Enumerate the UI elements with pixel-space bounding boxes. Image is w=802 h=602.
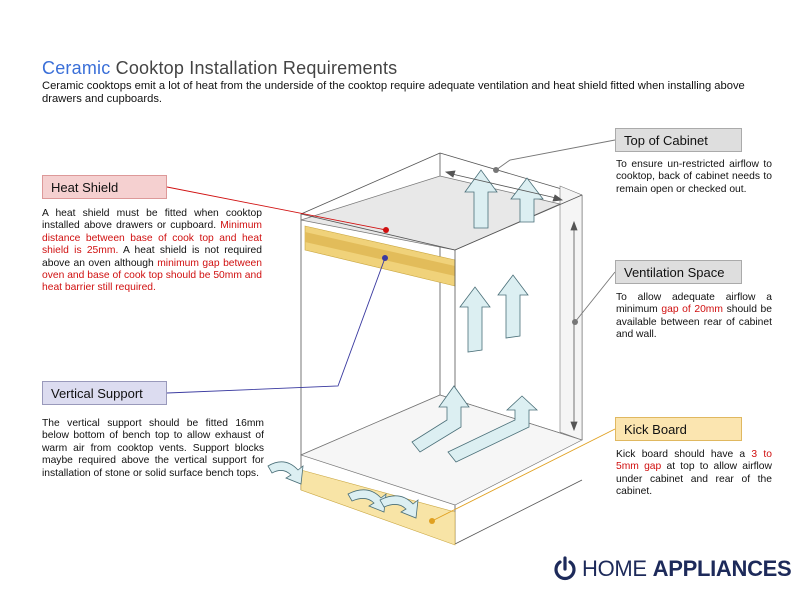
kick-board-text-2: at top to allow airflow under cabinet an… [616,461,772,498]
callout-dots [382,167,578,524]
top-of-cabinet-label: Top of Cabinet [615,128,742,152]
top-gap-arrow [444,170,564,202]
heat-shield-red-2: minimum gap between oven and base of coo… [42,257,262,294]
ventilation-text-2: should be available between rear of cabi… [616,304,772,341]
cabinet-top-surface [300,175,562,251]
heat-shield-text-1: A heat shield must be fitted when cookto… [42,208,262,232]
power-icon [554,556,576,581]
heat-shield-label: Heat Shield [42,175,167,199]
title-rest: Cooktop Installation Requirements [115,58,398,78]
intro-text: Ceramic cooktops emit a lot of heat from… [42,80,745,105]
vertical-support-label: Vertical Support [42,381,167,405]
vertical-support-description: The vertical support should be fitted 16… [42,418,264,479]
heat-shield-text-2: A heat shield is not required above an o… [42,245,263,269]
top-airflow-arrows [464,169,544,229]
ventilation-arrows [411,274,539,463]
kick-airflow-arrows [267,461,419,519]
height-dimension-arrow [570,220,578,432]
kick-board-red: 3 to 5mm gap [616,449,772,473]
kick-board-description: Kick board should have a 3 to 5mm gap at… [616,449,772,499]
kick-board-label: Kick Board [615,417,742,441]
top-of-cabinet-description: To ensure un-restricted airflow to cookt… [616,159,772,195]
cabinet-side-panel [559,185,583,441]
logo-word-appliances: APPLIANCES [652,556,792,581]
heat-shield-description: A heat shield must be fitted when cookto… [42,208,262,295]
ventilation-space-label: Ventilation Space [615,260,742,284]
kick-board-text-1: Kick board should have a [616,449,746,460]
ventilation-text-1: To allow adequate airflow a minimum [616,292,772,316]
cabinet-front-frame [300,194,583,545]
logo-word-home: HOME [582,556,647,581]
callout-lines [166,139,616,522]
title-accent-word: Ceramic [42,58,111,78]
page-title: Ceramic Cooktop Installation Requirement… [42,58,397,79]
logo-text: HOME APPLIANCES [582,556,792,582]
home-appliances-logo: HOME APPLIANCES [552,554,792,584]
ventilation-red: gap of 20mm [661,304,723,316]
ventilation-space-description: To allow adequate airflow a minimum gap … [616,292,772,342]
heat-shield-red-1: Minimum distance between base of cook to… [42,220,262,257]
